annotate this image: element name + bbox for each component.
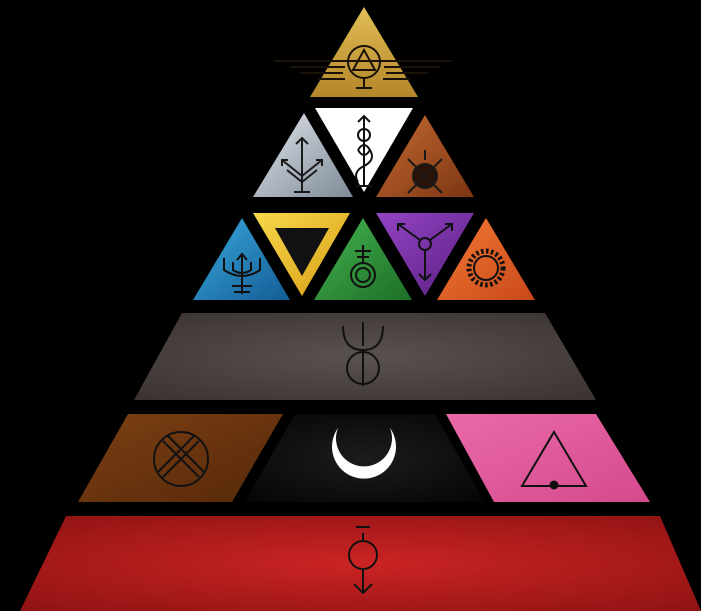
grey-band: [134, 313, 596, 400]
black-band: [245, 414, 485, 502]
apex-gold-triangle: [274, 7, 452, 97]
brown-band: [78, 414, 283, 502]
red-band: [20, 516, 701, 611]
